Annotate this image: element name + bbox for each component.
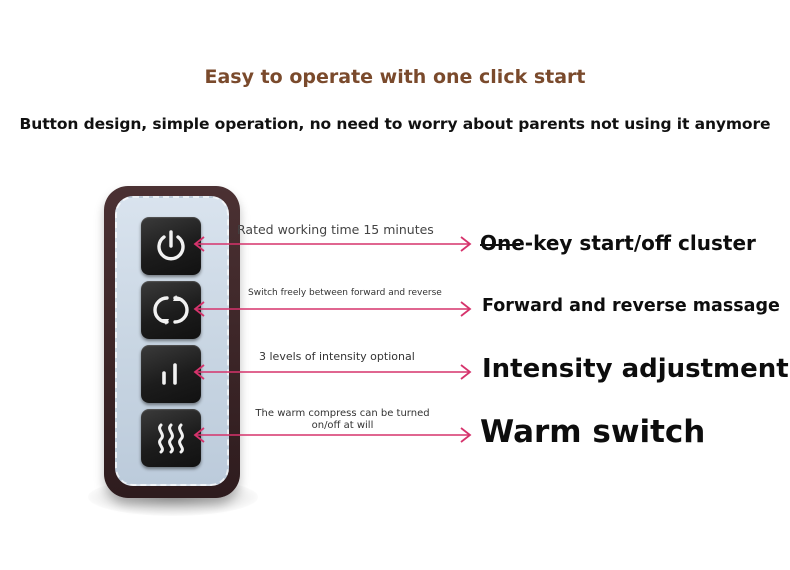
feature-label-intensity: Intensity adjustment xyxy=(482,354,789,384)
power-icon xyxy=(157,230,185,261)
cycle-arrows-icon xyxy=(153,295,189,325)
feature-note-intensity: 3 levels of intensity optional xyxy=(259,350,415,363)
forward-reverse-button[interactable] xyxy=(141,281,201,339)
power-button[interactable] xyxy=(141,217,201,275)
feature-note-direction: Switch freely between forward and revers… xyxy=(248,288,442,298)
strike-mark xyxy=(480,244,520,246)
feature-label-direction: Forward and reverse massage xyxy=(482,296,780,316)
double-arrow-4 xyxy=(193,427,472,443)
double-arrow-3 xyxy=(193,364,472,380)
feature-label-power: One-key start/off cluster xyxy=(480,231,756,255)
page-title: Easy to operate with one click start xyxy=(204,66,586,88)
intensity-bars-icon xyxy=(162,363,177,385)
heat-waves-icon xyxy=(158,423,184,454)
feature-label-warm: Warm switch xyxy=(480,414,706,450)
double-arrow-1 xyxy=(193,236,472,252)
intensity-button[interactable] xyxy=(141,345,201,403)
page-subtitle: Button design, simple operation, no need… xyxy=(19,115,771,133)
warm-button[interactable] xyxy=(141,409,201,467)
feature-note-power: Rated working time 15 minutes xyxy=(237,222,434,237)
double-arrow-2 xyxy=(193,301,472,317)
feature-note-warm: The warm compress can be turned on/off a… xyxy=(255,408,430,431)
